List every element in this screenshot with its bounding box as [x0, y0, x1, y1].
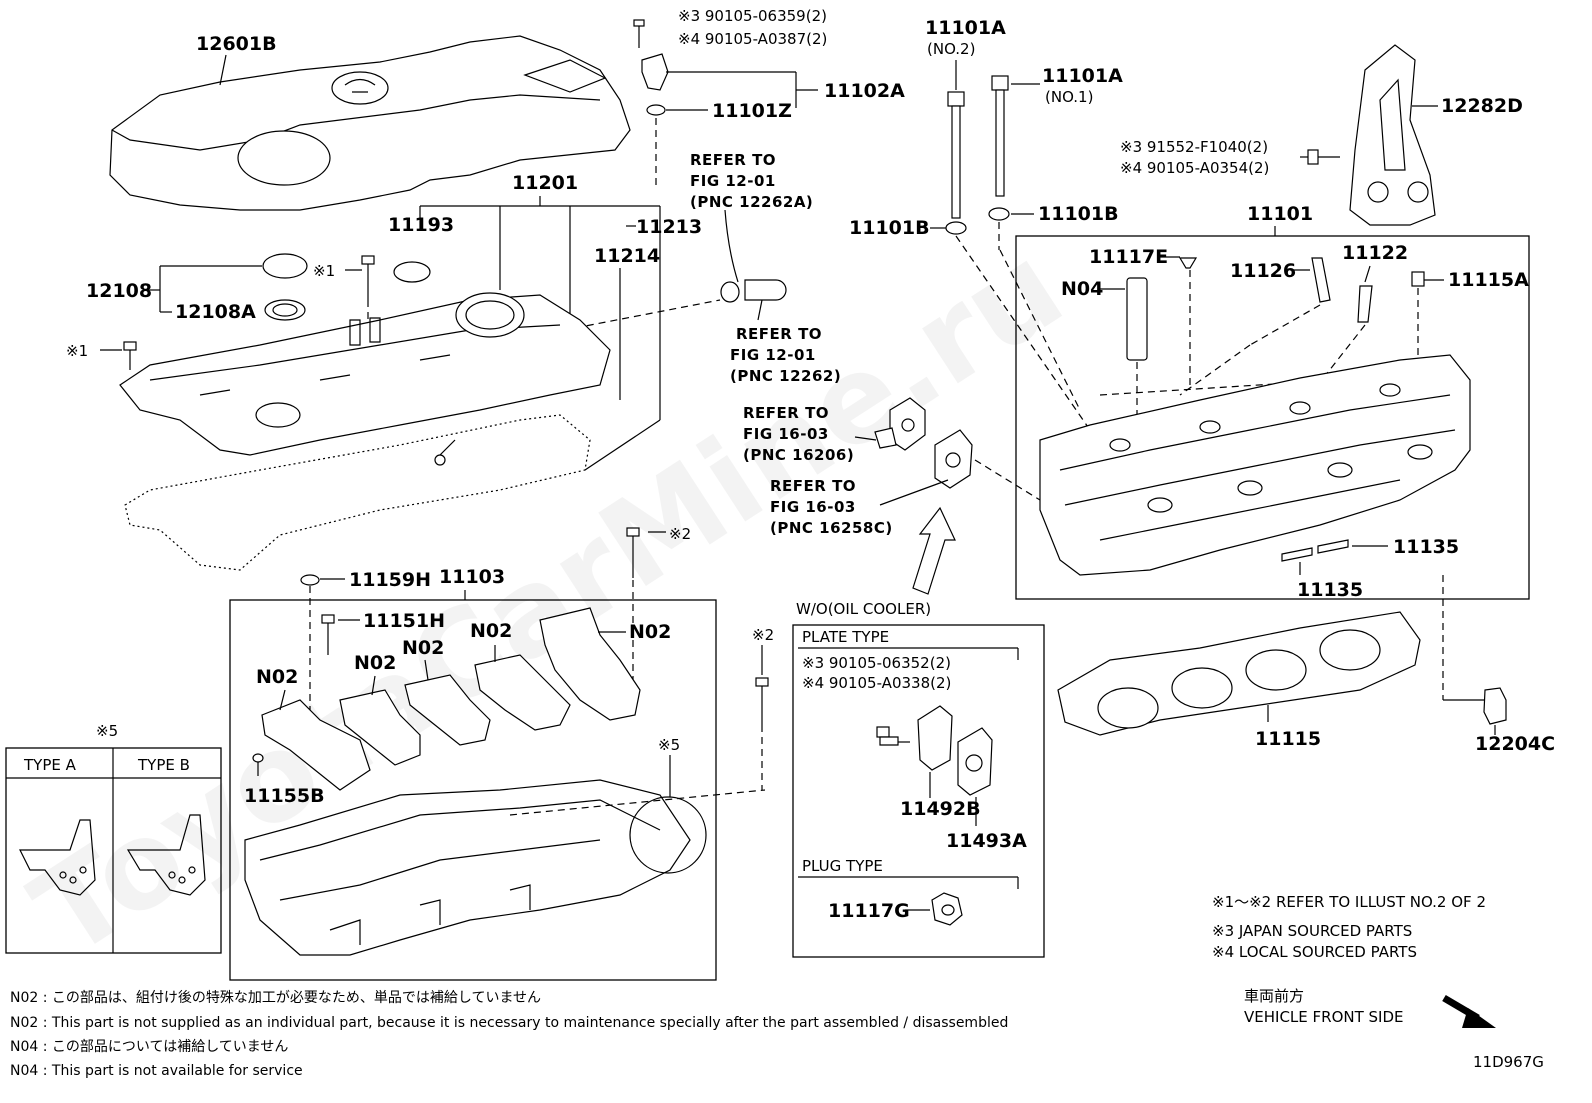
refer-16258C-line1: REFER TO	[770, 477, 856, 495]
part-label-11115: 11115	[1255, 728, 1321, 750]
head-gasket	[1057, 611, 1421, 736]
part-label-11201: 11201	[512, 172, 578, 194]
n02-label-1: N02	[256, 666, 298, 688]
ref-x1-upper: ※1	[313, 262, 335, 280]
part-label-11193: 11193	[388, 214, 454, 236]
camshaft-housing	[244, 779, 691, 956]
part-label-11101A-no1: 11101A	[1042, 65, 1123, 87]
bolt-ref-top-japan: ※3 90105-06359(2)	[678, 7, 827, 25]
cylinder-head	[1039, 354, 1471, 576]
front-arrow-icon	[1442, 994, 1496, 1028]
cylinder-head-cover	[119, 292, 611, 466]
part-label-11214: 11214	[594, 245, 660, 267]
label-n04: N04	[1061, 278, 1103, 300]
part-label-11151H: 11151H	[363, 610, 445, 632]
part-label-11493A: 11493A	[946, 830, 1027, 852]
ref-x5-types: ※5	[96, 722, 118, 740]
part-label-11115A: 11115A	[1448, 269, 1529, 291]
refer-16258C-line2: FIG 16-03	[770, 498, 856, 516]
part-label-11102A: 11102A	[824, 80, 905, 102]
type-a-label: TYPE A	[23, 756, 77, 774]
part-label-11101B-left: 11101B	[849, 217, 930, 239]
diagram-code: 11D967G	[1473, 1053, 1544, 1071]
refer-16206-line1: REFER TO	[743, 404, 829, 422]
part-label-11103: 11103	[439, 566, 505, 588]
bolt-ref-bracket-japan: ※3 91552-F1040(2)	[1120, 138, 1268, 156]
part-label-12282D: 12282D	[1441, 95, 1523, 117]
refer-12262-line3: (PNC 12262)	[730, 367, 841, 385]
oil-cooler-title: W/O(OIL COOLER)	[796, 600, 931, 618]
part-label-11159H: 11159H	[349, 569, 431, 591]
engine-cover	[109, 35, 631, 211]
bolt-ref-plate-local: ※4 90105-A0338(2)	[802, 674, 951, 692]
part-label-11101: 11101	[1247, 203, 1313, 225]
label-no2: (NO.2)	[927, 40, 975, 58]
footnote-4: N04 : This part is not available for ser…	[10, 1063, 303, 1079]
bolt-icon	[633, 19, 645, 48]
bolt-ref-plate-japan: ※3 90105-06352(2)	[802, 654, 951, 672]
part-label-11492B: 11492B	[900, 798, 981, 820]
part-label-11101B-right: 11101B	[1038, 203, 1119, 225]
n02-label-4: N02	[470, 620, 512, 642]
part-label-12108: 12108	[86, 280, 152, 302]
legend-line-3: ※4 LOCAL SOURCED PARTS	[1212, 943, 1417, 961]
part-label-12601B: 12601B	[196, 33, 277, 55]
bolt-ref-top-local: ※4 90105-A0387(2)	[678, 30, 827, 48]
ref-x1-left: ※1	[66, 342, 88, 360]
footnote-3: N04 : この部品については補給していません	[10, 1039, 288, 1055]
refer-12262A-line2: FIG 12-01	[690, 172, 776, 190]
part-label-11135-bottom: 11135	[1297, 579, 1363, 601]
plug-type-label: PLUG TYPE	[802, 857, 883, 875]
refer-16206-line2: FIG 16-03	[743, 425, 829, 443]
part-label-11101A-no2: 11101A	[925, 17, 1006, 39]
part-label-12108A: 12108A	[175, 301, 256, 323]
type-b-label: TYPE B	[137, 756, 190, 774]
n02-label-5: N02	[629, 621, 671, 643]
legend-line-1: ※1～※2 REFER TO ILLUST NO.2 OF 2	[1212, 893, 1486, 911]
n02-label-3: N02	[402, 637, 444, 659]
refer-12262-line1: REFER TO	[736, 325, 822, 343]
part-label-11117E: 11117E	[1089, 246, 1168, 268]
n02-label-2: N02	[354, 652, 396, 674]
bolt-ref-bracket-local: ※4 90105-A0354(2)	[1120, 159, 1269, 177]
footnote-1: N02 : この部品は、組付け後の特殊な加工が必要なため、単品では補給していませ…	[10, 990, 541, 1006]
footnote-2: N02 : This part is not supplied as an in…	[10, 1015, 1008, 1031]
cylinder-head-box	[1015, 235, 1530, 600]
part-label-11126: 11126	[1230, 260, 1296, 282]
arrow-icon	[912, 506, 956, 595]
label-no1: (NO.1)	[1045, 88, 1093, 106]
part-label-11213: 11213	[636, 216, 702, 238]
refer-16258C-line3: (PNC 16258C)	[770, 519, 893, 537]
ref-x5-housing: ※5	[658, 736, 680, 754]
oil-cooler-box	[792, 624, 1045, 958]
bearing-caps	[261, 607, 641, 791]
part-label-11155B: 11155B	[244, 785, 325, 807]
part-label-12204C: 12204C	[1475, 733, 1555, 755]
part-label-11135-right: 11135	[1393, 536, 1459, 558]
camshaft-housing-box	[229, 599, 717, 981]
legend-line-2: ※3 JAPAN SOURCED PARTS	[1212, 922, 1412, 940]
front-label-jp: 車両前方	[1244, 987, 1304, 1005]
refer-12262A-line3: (PNC 12262A)	[690, 193, 813, 211]
refer-12262-line2: FIG 12-01	[730, 346, 816, 364]
gasket-icon	[934, 429, 973, 489]
plate-type-label: PLATE TYPE	[802, 628, 889, 646]
ref-x2-upper: ※2	[669, 525, 691, 543]
refer-16206-line3: (PNC 16206)	[743, 446, 854, 464]
refer-12262A-line1: REFER TO	[690, 151, 776, 169]
part-label-11101Z: 11101Z	[712, 100, 792, 122]
part-label-11122: 11122	[1342, 242, 1408, 264]
bracket-12282D	[1349, 44, 1436, 226]
ref-x2-right: ※2	[752, 626, 774, 644]
front-label-en: VEHICLE FRONT SIDE	[1244, 1008, 1404, 1026]
part-label-11117G: 11117G	[828, 900, 910, 922]
